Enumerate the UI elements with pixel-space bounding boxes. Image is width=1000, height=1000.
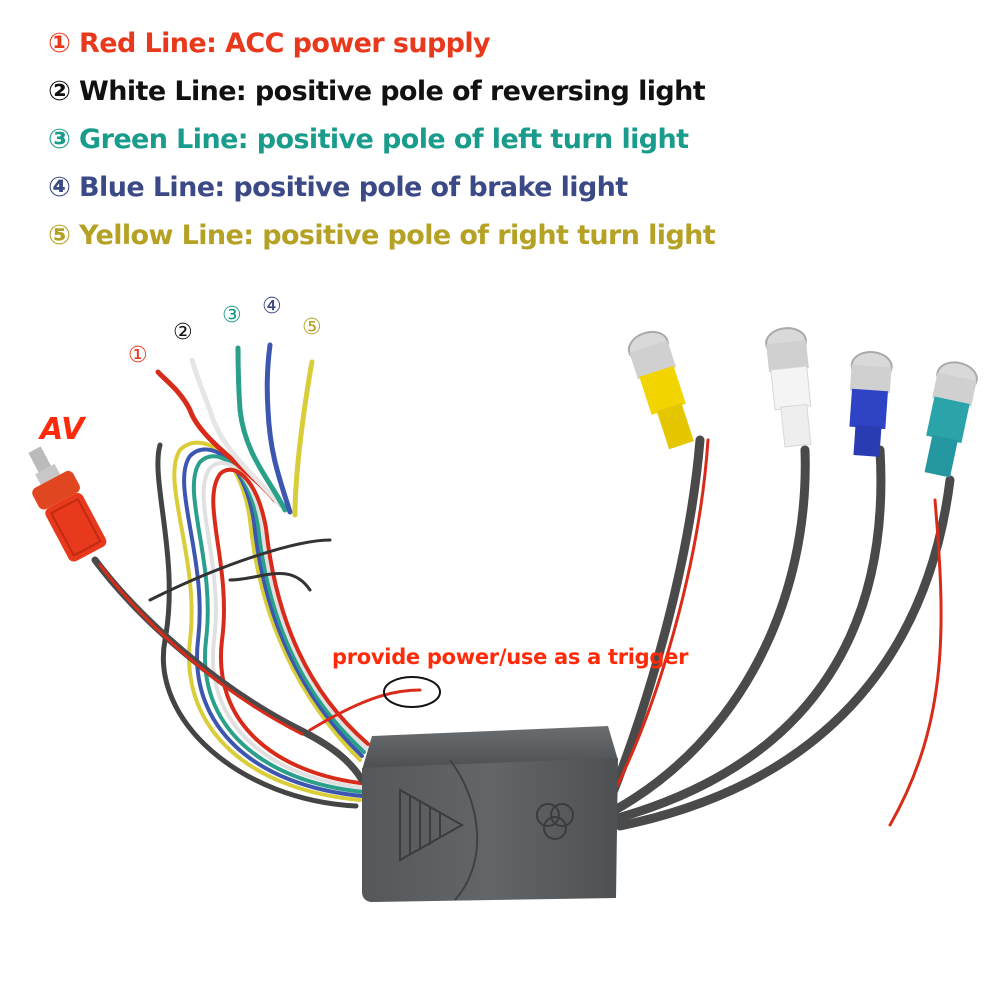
wire-number-4: ④: [262, 294, 282, 319]
red-rca-plug: [28, 446, 107, 562]
wire-bundle-loop: [148, 440, 370, 809]
trigger-label: provide power/use as a trigger: [332, 645, 689, 669]
blue-rca-jack: [849, 351, 893, 457]
module-box: [362, 726, 618, 902]
legend-blue-line: ④ Blue Line: positive pole of brake ligh…: [48, 172, 628, 203]
yellow-rca-jack: [627, 330, 694, 450]
white-rca-jack: [765, 327, 812, 448]
wire-number-3: ③: [222, 303, 242, 328]
legend-red-line: ① Red Line: ACC power supply: [48, 28, 491, 59]
wire-number-2: ②: [173, 320, 193, 345]
av-label: AV: [40, 412, 85, 447]
wire-number-5: ⑤: [302, 315, 322, 340]
teal-rca-jack: [924, 361, 978, 478]
av-cable: [91, 556, 422, 784]
legend-yellow-line: ⑤ Yellow Line: positive pole of right tu…: [48, 220, 716, 251]
legend-white-line: ② White Line: positive pole of reversing…: [48, 76, 706, 107]
trigger-wire-highlight: [383, 676, 441, 708]
right-cables: [605, 435, 955, 831]
legend-green-line: ③ Green Line: positive pole of left turn…: [48, 124, 689, 155]
wire-number-1: ①: [128, 343, 148, 368]
numbered-wires: [155, 342, 315, 518]
